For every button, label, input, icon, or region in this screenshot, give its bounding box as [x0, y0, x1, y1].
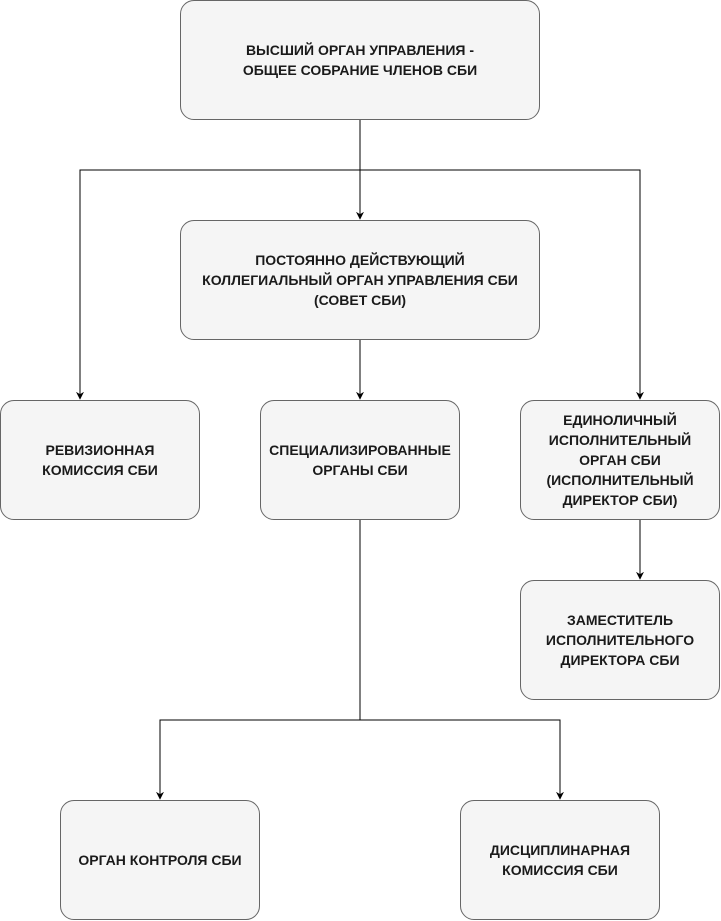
- node-label-line: КОЛЛЕГИАЛЬНЫЙ ОРГАН УПРАВЛЕНИЯ СБИ: [202, 272, 518, 288]
- node-label-line: ВЫСШИЙ ОРГАН УПРАВЛЕНИЯ -: [245, 42, 475, 58]
- node-label-line: КОМИССИЯ СБИ: [502, 862, 618, 878]
- edge-special-control: [156, 520, 361, 800]
- node-control-body: ОРГАН КОНТРОЛЯ СБИ: [60, 800, 260, 920]
- node-deputy-director: ЗАМЕСТИТЕЛЬ ИСПОЛНИТЕЛЬНОГО ДИРЕКТОРА СБ…: [520, 580, 720, 700]
- edge-special-discipline: [360, 719, 564, 800]
- node-label-line: СПЕЦИАЛИЗИРОВАННЫЕ: [269, 442, 451, 458]
- node-audit-commission: РЕВИЗИОННАЯ КОМИССИЯ СБИ: [0, 400, 200, 520]
- node-label-line: ЕДИНОЛИЧНЫЙ: [563, 412, 677, 428]
- node-label-line: (СОВЕТ СБИ): [313, 292, 407, 308]
- node-label-line: ЗАМЕСТИТЕЛЬ: [566, 612, 674, 628]
- node-council: ПОСТОЯННО ДЕЙСТВУЮЩИЙ КОЛЛЕГИАЛЬНЫЙ ОРГА…: [180, 220, 540, 340]
- node-label-line: КОМИССИЯ СБИ: [42, 462, 158, 478]
- edge-top-audit: [76, 169, 360, 400]
- node-label-line: ОРГАНЫ СБИ: [312, 462, 408, 478]
- node-label-line: ОРГАН СБИ: [579, 452, 661, 468]
- edge-top-director: [360, 169, 644, 400]
- node-label-line: РЕВИЗИОННАЯ: [45, 442, 155, 458]
- node-general-meeting: ВЫСШИЙ ОРГАН УПРАВЛЕНИЯ - ОБЩЕЕ СОБРАНИЕ…: [180, 0, 540, 120]
- node-specialized-bodies: СПЕЦИАЛИЗИРОВАННЫЕ ОРГАНЫ СБИ: [260, 400, 460, 520]
- node-label-line: ОРГАН КОНТРОЛЯ СБИ: [78, 852, 242, 868]
- node-label-line: ПОСТОЯННО ДЕЙСТВУЮЩИЙ: [255, 252, 465, 268]
- node-label-line: ДИСЦИПЛИНАРНАЯ: [489, 842, 631, 858]
- node-disciplinary-commission: ДИСЦИПЛИНАРНАЯ КОМИССИЯ СБИ: [460, 800, 660, 920]
- node-label-line: ИСПОЛНИТЕЛЬНЫЙ: [548, 432, 692, 448]
- node-label-line: ОБЩЕЕ СОБРАНИЕ ЧЛЕНОВ СБИ: [242, 62, 478, 78]
- node-label-line: ИСПОЛНИТЕЛЬНОГО: [545, 632, 695, 648]
- node-executive-director: ЕДИНОЛИЧНЫЙ ИСПОЛНИТЕЛЬНЫЙ ОРГАН СБИ (ИС…: [520, 400, 720, 520]
- node-label-line: (ИСПОЛНИТЕЛЬНЫЙ: [546, 472, 694, 488]
- node-label-line: ДИРЕКТОРА СБИ: [560, 652, 680, 668]
- node-label-line: ДИРЕКТОР СБИ): [562, 492, 678, 508]
